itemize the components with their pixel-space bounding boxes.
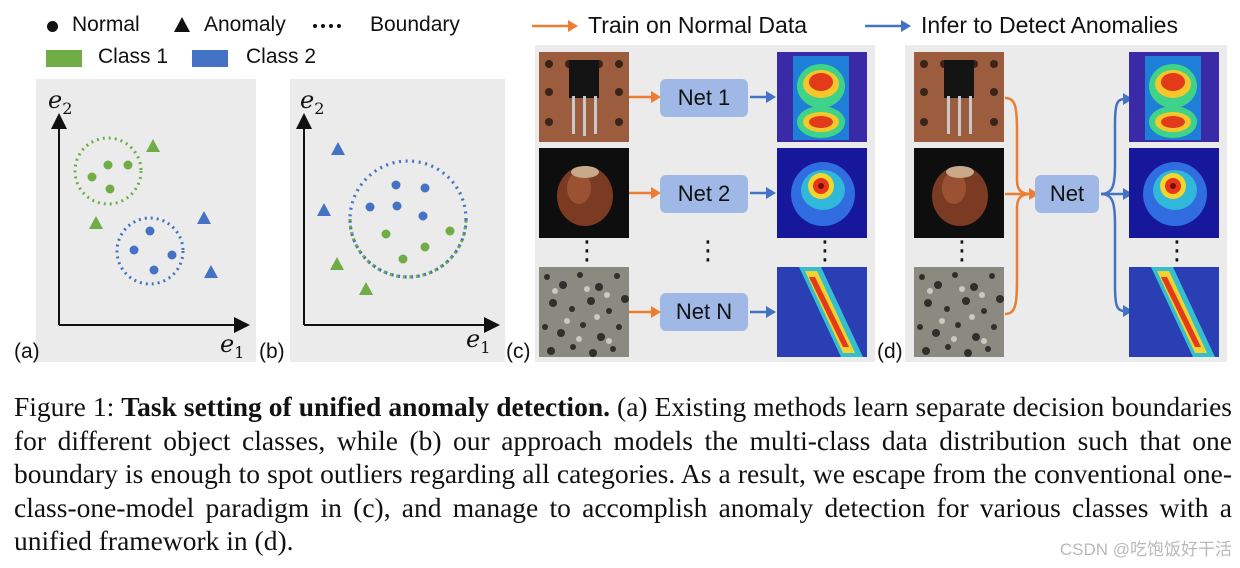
legend-anomaly-label: Anomaly [204,13,286,36]
panel-d-infer-arrows [1100,93,1133,317]
anomaly-point [89,216,103,229]
class1-boundary [73,136,143,206]
panel-b-x-label: e1 [466,325,491,357]
legend-normal-label: Normal [72,13,140,36]
hazelnut-image [914,148,1004,238]
panel-a [36,79,256,362]
legend-class2-label: Class 2 [246,45,317,68]
anomaly-legend-icon [174,17,190,32]
net-1-box: Net 1 [660,79,748,117]
panel-c-infer-arrows [750,91,776,318]
carpet-image [539,267,629,357]
carpet-image [914,267,1004,357]
normal-legend-icon [47,21,58,32]
panel-d-label: (d) [877,340,903,363]
hazelnut-heatmap [777,148,867,238]
boundary-legend-icon [313,24,341,28]
panel-a-y-label: e2 [48,86,73,118]
panel-d-ellipsis-input: ⋮ [949,235,975,265]
net-n-box: Net N [660,293,748,331]
train-arrow-icon [532,20,578,32]
normal-point [123,160,133,170]
normal-point [418,211,428,221]
class1-swatch [46,50,82,67]
panel-d-ellipsis-output: ⋮ [1164,235,1190,265]
panel-c-ellipsis-output: ⋮ [812,235,838,265]
normal-point [391,180,401,190]
carpet-heatmap [777,267,867,357]
normal-point [145,226,155,236]
caption-title: Task setting of unified anomaly detectio… [121,391,610,422]
normal-point [398,254,408,264]
transistor-heatmap [1129,52,1219,142]
watermark: CSDN @吃饱饭好干活 [1059,540,1232,559]
transistor-image [914,52,1004,142]
panel-d-train-arrows [1004,96,1039,316]
panel-c-label: (c) [506,340,531,363]
hazelnut-image [539,148,629,238]
normal-point [392,201,402,211]
anomaly-point [146,139,160,152]
legend-boundary-label: Boundary [370,13,460,36]
panel-a-x-label: e1 [220,330,245,362]
normal-point [381,229,391,239]
panel-c-ellipsis-net: ⋮ [695,235,721,265]
infer-arrow-icon [865,20,911,32]
caption-prefix: Figure 1: [14,391,122,422]
anomaly-point [204,265,218,278]
train-header: Train on Normal Data [588,12,808,38]
transistor-heatmap [777,52,867,142]
anomaly-point [197,211,211,224]
normal-point [167,250,177,260]
hazelnut-heatmap [1129,148,1219,238]
figure-caption: Figure 1: Task setting of unified anomal… [14,390,1232,558]
normal-point [105,184,115,194]
normal-point [445,226,455,236]
panel-a-label: (a) [14,340,40,363]
normal-point [103,160,113,170]
normal-point [365,202,375,212]
panel-a-plot [51,113,250,333]
transistor-image [539,52,629,142]
class2-boundary [115,216,185,286]
normal-point [87,172,97,182]
normal-point [149,265,159,275]
anomaly-point [359,282,373,295]
anomaly-point [317,203,331,216]
anomaly-point [330,257,344,270]
infer-header: Infer to Detect Anomalies [921,12,1178,38]
panel-b-y-label: e2 [300,86,325,118]
legend-class1-label: Class 1 [98,45,169,68]
net-2-box: Net 2 [660,175,748,213]
class2-swatch [192,50,228,67]
panel-c-ellipsis-input: ⋮ [574,235,600,265]
panel-b-plot [296,113,500,333]
unified-net-box: Net [1035,175,1099,213]
carpet-heatmap [1129,267,1219,357]
panel-c-train-arrows [629,91,661,318]
normal-point [420,242,430,252]
panel-b-label: (b) [259,340,285,363]
panel-b [290,79,505,362]
anomaly-point [331,142,345,155]
caption-body: (a) Existing methods learn separate deci… [14,391,1232,556]
normal-point [420,183,430,193]
unified-boundary-upper [348,159,468,279]
normal-point [129,245,139,255]
